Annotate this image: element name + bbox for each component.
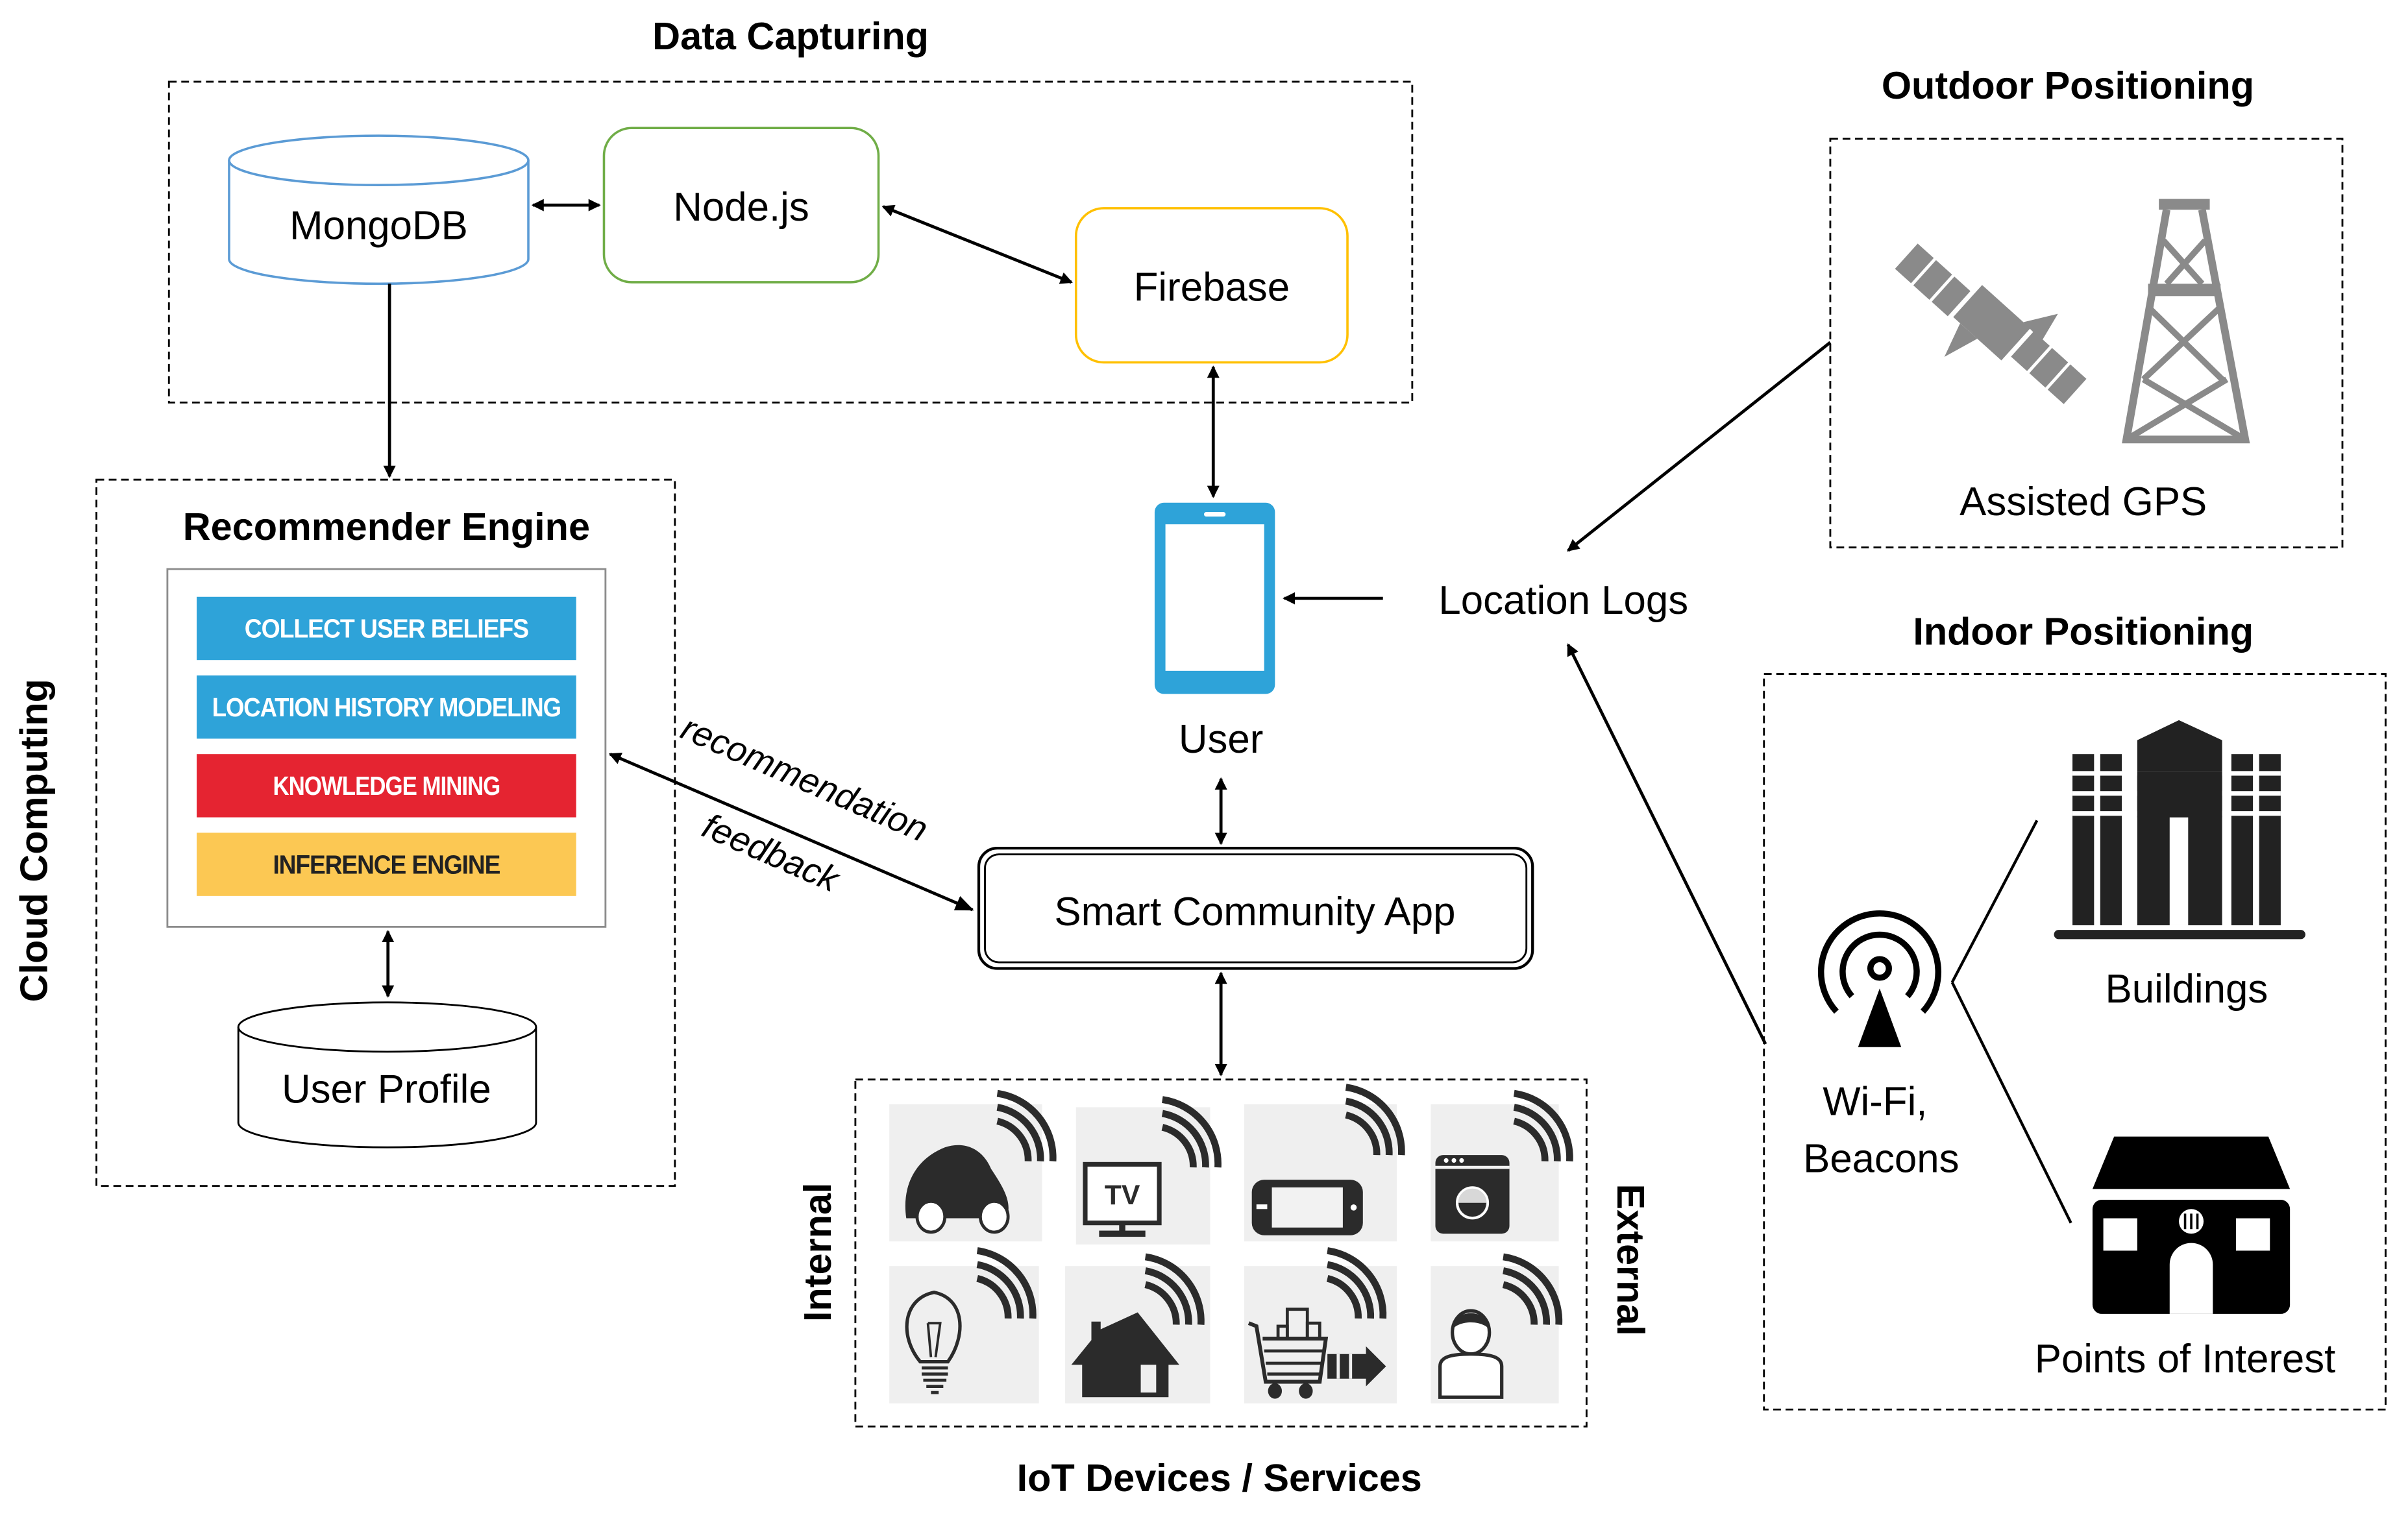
layer-bar: [197, 754, 576, 818]
layer-label: KNOWLEDGE MINING: [273, 771, 500, 801]
iot-device-person[interactable]: [1431, 1257, 1558, 1404]
layer-label: LOCATION HISTORY MODELING: [212, 692, 561, 722]
user-phone[interactable]: [1154, 502, 1275, 694]
nodejs-box: [602, 127, 880, 284]
phone-speaker: [1204, 512, 1226, 517]
nodejs-label: Node.js: [673, 185, 809, 230]
shopping-cart-icon: [1247, 1307, 1386, 1399]
user-label: User: [1179, 717, 1263, 762]
indoor-positioning-title: Indoor Positioning: [1913, 609, 2254, 653]
iot-box: [854, 1078, 1588, 1428]
iot-device-light-bulb[interactable]: [889, 1250, 1039, 1404]
cloud-computing-label: Cloud Computing: [12, 679, 56, 1002]
indoor-location-logs-arrow: [1566, 643, 1767, 1045]
smart-community-app-node[interactable]: Smart Community App: [977, 847, 1534, 970]
internal-label: Internal: [796, 1183, 839, 1322]
iot-device-game-console[interactable]: [1244, 1088, 1402, 1242]
person-icon: [1438, 1309, 1504, 1399]
smart-community-app-label: Smart Community App: [1054, 890, 1455, 934]
recommender-layer-location-history-modeling[interactable]: LOCATION HISTORY MODELING: [197, 675, 576, 739]
layer-bar: [197, 596, 576, 661]
mongodb-cylinder-top: [228, 134, 530, 186]
user-profile-cylinder-body: [237, 1027, 537, 1148]
points-of-interest-icon: [2092, 1136, 2291, 1314]
firebase-node[interactable]: Firebase: [1074, 207, 1349, 364]
tv-icon: [1083, 1161, 1162, 1226]
iot-section: Internal External IoT Devices / Services…: [796, 1078, 1652, 1500]
layer-bar: [197, 832, 576, 896]
gps-location-logs-arrow: [1567, 341, 1832, 552]
smart-community-app-outer-border: [977, 847, 1534, 970]
recommender-layer-knowledge-mining[interactable]: KNOWLEDGE MINING: [197, 754, 576, 818]
indoor-positioning-section: Indoor Positioning Wi-Fi, Beacons Buildi…: [1763, 609, 2387, 1411]
wifi-beacon-icon: [1817, 910, 1941, 1047]
recommender-layer-inference-engine[interactable]: INFERENCE ENGINE: [197, 832, 576, 896]
recommender-layers: COLLECT USER BELIEFS LOCATION HISTORY MOD…: [197, 596, 576, 896]
firebase-box: [1074, 207, 1349, 364]
mongodb-cylinder-body: [228, 160, 530, 286]
recommender-engine-title: Recommender Engine: [183, 505, 590, 548]
firebase-label: Firebase: [1134, 265, 1290, 310]
mongodb-node[interactable]: MongoDB: [228, 134, 530, 286]
beacons-label: Beacons: [1803, 1136, 1959, 1181]
recommender-layer-collect-user-beliefs[interactable]: COLLECT USER BELIEFS: [197, 596, 576, 661]
feedback-label: feedback: [697, 806, 846, 900]
layer-label: COLLECT USER BELIEFS: [245, 614, 529, 644]
user-profile-node[interactable]: User Profile: [237, 1001, 537, 1148]
data-capturing-section: Data Capturing MongoDB Node.js Firebase: [167, 14, 1414, 404]
location-logs-label: Location Logs: [1438, 578, 1688, 623]
assisted-gps-label: Assisted GPS: [1960, 480, 2207, 524]
iot-device-shopping-cart[interactable]: [1244, 1250, 1397, 1404]
iot-device-washing-machine[interactable]: [1431, 1093, 1569, 1242]
mongodb-label: MongoDB: [289, 203, 468, 248]
data-capturing-title: Data Capturing: [652, 14, 929, 58]
buildings-label: Buildings: [2106, 967, 2268, 1012]
data-capturing-box: [167, 80, 1414, 404]
satellite-icon: [1895, 243, 2087, 404]
light-bulb-icon: [905, 1290, 962, 1364]
phone-screen: [1165, 524, 1264, 671]
tv-text: TV: [1105, 1180, 1140, 1211]
nodejs-node[interactable]: Node.js: [602, 127, 880, 284]
cell-tower-icon: [2122, 199, 2250, 444]
iot-device-tv[interactable]: TV: [1075, 1100, 1218, 1245]
smart-community-app-inner-border: [984, 853, 1528, 964]
iot-tile: [889, 1266, 1039, 1404]
outdoor-positioning-title: Outdoor Positioning: [1882, 64, 2254, 107]
layer-label: INFERENCE ENGINE: [273, 849, 500, 879]
beacon-poi-link: [1950, 981, 2072, 1224]
poi-label: Points of Interest: [2035, 1337, 2336, 1381]
wifi-label: Wi-Fi,: [1823, 1079, 1927, 1124]
user-profile-label: User Profile: [282, 1067, 491, 1112]
beacon-buildings-link: [1950, 820, 2039, 983]
iot-title: IoT Devices / Services: [1017, 1456, 1422, 1500]
recommendation-feedback-arrow: [608, 752, 974, 912]
iot-device-house[interactable]: [1065, 1257, 1210, 1404]
layer-bar: [197, 675, 576, 739]
user-profile-cylinder-top: [237, 1001, 537, 1053]
nodejs-firebase-arrow: [881, 204, 1073, 284]
iot-device-car[interactable]: [889, 1093, 1053, 1242]
outdoor-positioning-box: [1829, 138, 2344, 549]
buildings-icon: [2054, 720, 2305, 940]
external-label: External: [1609, 1184, 1652, 1336]
indoor-positioning-box: [1763, 673, 2387, 1411]
outdoor-positioning-section: Outdoor Positioning Assisted GPS: [1829, 64, 2344, 549]
recommender-engine-section: Cloud Computing Recommender Engine COLLE…: [12, 478, 676, 1187]
